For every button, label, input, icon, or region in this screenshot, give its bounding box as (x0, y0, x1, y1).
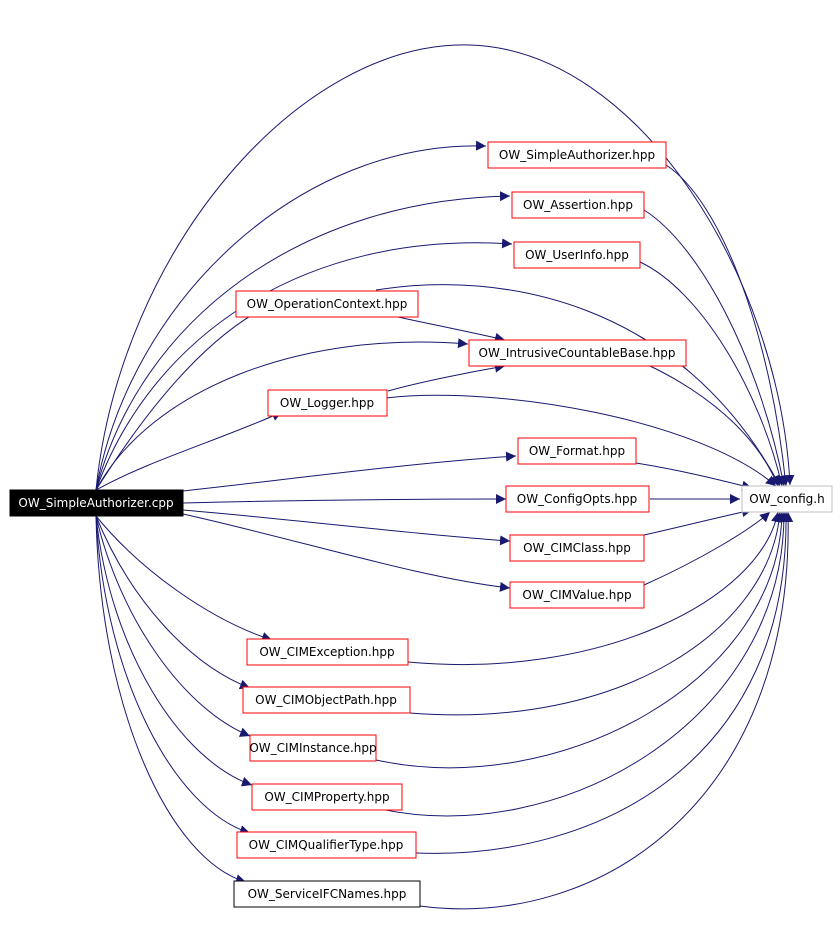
node-label: OW_OperationContext.hpp (247, 297, 408, 311)
node-label: OW_CIMClass.hpp (523, 541, 631, 555)
edge-root-to-configopts (182, 494, 507, 505)
edge-format-to-config (635, 462, 753, 491)
edge-logger-to-config (385, 394, 777, 487)
edge-root-to-cimvalue (182, 513, 511, 592)
edge-root-to-cimexception (95, 515, 273, 642)
node-cimqualifiertype-hpp[interactable]: OW_CIMQualifierType.hpp (236, 831, 417, 859)
node-simpleauthorizer-hpp[interactable]: OW_SimpleAuthorizer.hpp (487, 141, 667, 169)
edge-cimproperty-to-config (375, 511, 790, 817)
node-label: OW_Format.hpp (529, 444, 625, 458)
edge-cimobjectpath-to-config (409, 511, 785, 716)
node-simpleauthorizer-cpp: OW_SimpleAuthorizer.cpp (9, 489, 184, 517)
node-config-h: OW_config.h (741, 485, 833, 513)
edge-opcontext-to-config (375, 284, 781, 487)
node-label: OW_IntrusiveCountableBase.hpp (479, 346, 676, 360)
edge-root-to-cimqualifiertype (95, 515, 251, 835)
node-assertion-hpp[interactable]: OW_Assertion.hpp (511, 191, 645, 219)
file-nodes: OW_SimpleAuthorizer.cpp OW_SimpleAuthori… (9, 141, 833, 908)
edge-root-to-cimclass (182, 509, 511, 546)
dependency-edges (95, 44, 795, 910)
node-label: OW_Logger.hpp (280, 396, 374, 410)
node-intrusivecountablebase-hpp[interactable]: OW_IntrusiveCountableBase.hpp (468, 339, 687, 367)
edge-serviceifcnames-to-config (419, 511, 794, 910)
edge-root-to-operationcontext (95, 305, 269, 491)
edge-logger-to-intrusive (387, 362, 506, 392)
node-configopts-hpp[interactable]: OW_ConfigOpts.hpp (505, 485, 650, 513)
node-label: OW_ServiceIFCNames.hpp (248, 887, 407, 901)
edge-root-to-intrusive (95, 338, 469, 491)
edge-cimclass-to-config (643, 507, 753, 536)
node-serviceifcnames-hpp: OW_ServiceIFCNames.hpp (233, 880, 421, 908)
edge-root-to-format (182, 451, 517, 492)
node-label: OW_config.h (749, 492, 824, 506)
node-ciminstance-hpp[interactable]: OW_CIMInstance.hpp (249, 734, 377, 762)
edge-cimvalue-to-config (643, 511, 771, 586)
node-label: OW_CIMObjectPath.hpp (255, 693, 397, 707)
edge-root-to-ciminstance (95, 515, 251, 737)
edge-ciminstance-to-config (375, 511, 787, 769)
node-cimobjectpath-hpp[interactable]: OW_CIMObjectPath.hpp (242, 686, 411, 714)
node-cimproperty-hpp[interactable]: OW_CIMProperty.hpp (251, 783, 403, 811)
node-label: OW_UserInfo.hpp (525, 248, 629, 262)
node-cimclass-hpp[interactable]: OW_CIMClass.hpp (509, 534, 645, 562)
node-label: OW_CIMQualifierType.hpp (249, 838, 404, 852)
edge-root-to-assertion (95, 191, 511, 491)
edge-root-to-config (95, 44, 795, 491)
node-label: OW_CIMValue.hpp (522, 588, 631, 602)
node-userinfo-hpp[interactable]: OW_UserInfo.hpp (513, 241, 641, 269)
edge-userinfo-to-config (639, 261, 785, 487)
edge-root-to-simpleauthorizer-hpp (95, 140, 487, 491)
edge-opcontext-to-intrusive (397, 316, 506, 343)
node-label: OW_CIMException.hpp (259, 645, 394, 659)
node-label: OW_SimpleAuthorizer.cpp (18, 496, 173, 510)
node-operationcontext-hpp[interactable]: OW_OperationContext.hpp (235, 290, 419, 318)
node-format-hpp[interactable]: OW_Format.hpp (517, 437, 637, 465)
edge-simpleauthorizer-hpp-to-config (665, 164, 790, 487)
edge-root-to-cimproperty (95, 515, 253, 787)
edge-cimqualifiertype-to-config (415, 511, 792, 854)
node-label: OW_CIMProperty.hpp (264, 790, 389, 804)
edge-root-to-serviceifcnames (95, 515, 247, 885)
node-label: OW_Assertion.hpp (523, 198, 633, 212)
edge-intrusive-to-config (649, 365, 779, 487)
node-label: OW_ConfigOpts.hpp (517, 492, 638, 506)
edge-root-to-cimobjectpath (95, 515, 251, 690)
node-label: OW_CIMInstance.hpp (249, 741, 376, 755)
edge-assertion-to-config (643, 209, 788, 487)
node-logger-hpp[interactable]: OW_Logger.hpp (267, 389, 388, 417)
node-cimvalue-hpp[interactable]: OW_CIMValue.hpp (509, 581, 645, 609)
edge-cimexception-to-config (407, 511, 781, 666)
node-label: OW_SimpleAuthorizer.hpp (499, 148, 655, 162)
edge-root-to-logger (95, 411, 283, 491)
node-cimexception-hpp[interactable]: OW_CIMException.hpp (246, 638, 409, 666)
